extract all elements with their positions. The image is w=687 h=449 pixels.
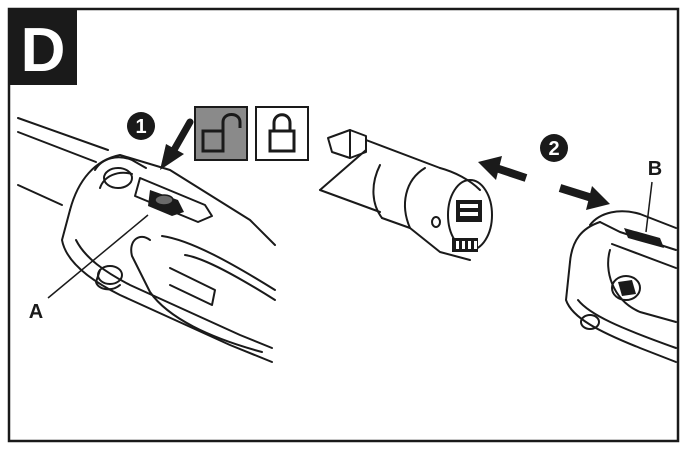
tube-connector [319, 129, 493, 261]
panel-letter: D [21, 16, 66, 85]
panel-badge: D [9, 9, 77, 85]
step-2-arrow-left [478, 156, 528, 182]
step-1-arrow [160, 118, 194, 170]
callout-b-leader [645, 181, 653, 233]
connector-contacts [452, 200, 482, 252]
step-2-marker: 2 [540, 134, 568, 162]
lock-icon [255, 106, 309, 161]
callout-a-label: A [29, 301, 43, 323]
handle-left [17, 117, 276, 363]
callout-b-label: B [648, 158, 662, 180]
step-2-arrow-right [558, 184, 610, 210]
handle-right [565, 210, 677, 363]
lock-slider-a [148, 190, 184, 216]
receiving-slot-b [618, 228, 664, 296]
panel-border [7, 7, 680, 443]
callout-a-leader [47, 214, 149, 299]
step-1-marker: 1 [127, 112, 155, 140]
step-1-number: 1 [135, 116, 146, 138]
step-2-number: 2 [548, 138, 559, 160]
unlock-icon [194, 106, 248, 161]
